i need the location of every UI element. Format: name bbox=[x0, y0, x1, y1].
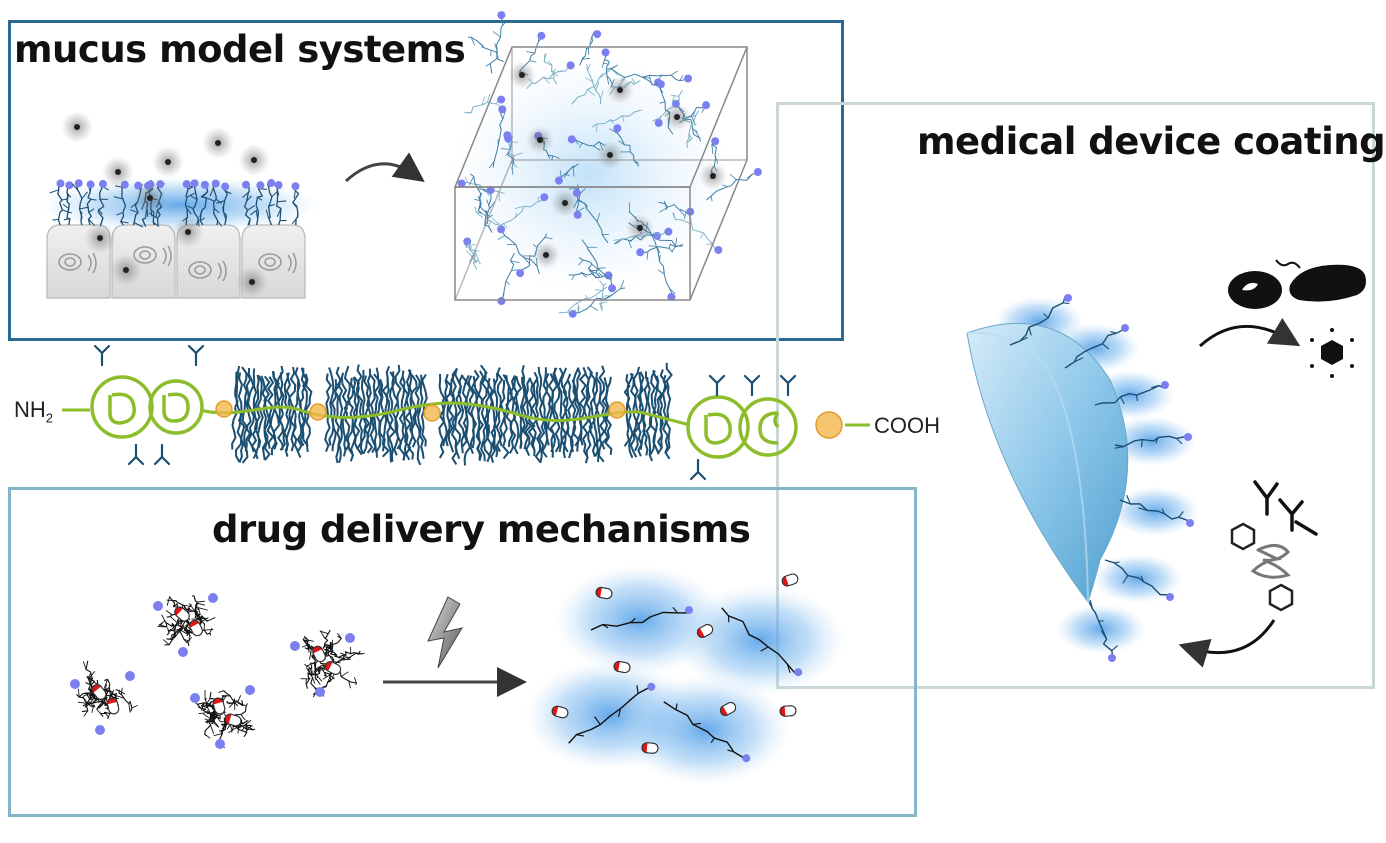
n-terminus-sub: 2 bbox=[45, 410, 54, 426]
mucus-model-panel bbox=[8, 20, 844, 341]
antibodies-and-molecules-icon bbox=[1230, 480, 1318, 612]
n-terminus-label: NH2 bbox=[14, 397, 53, 425]
contact-lens-icon bbox=[966, 322, 1129, 604]
drug-delivery-panel bbox=[8, 487, 917, 817]
mucus-model-title: mucus model systems bbox=[14, 28, 466, 71]
lightning-bolt-icon bbox=[427, 596, 464, 669]
contact-lens-coating bbox=[966, 294, 1200, 662]
drug-delivery-title: drug delivery mechanisms bbox=[212, 508, 751, 551]
return-arrow bbox=[1178, 619, 1276, 668]
virus-hexagon-icon bbox=[1310, 328, 1354, 378]
bacteria-icon bbox=[1228, 259, 1366, 309]
mucin-chain bbox=[62, 344, 870, 481]
drug-release-network bbox=[525, 565, 845, 785]
drug-particles-condensed bbox=[70, 593, 365, 749]
medical-device-panel bbox=[776, 102, 1375, 689]
c-terminus-label: COOH bbox=[874, 413, 940, 438]
particles bbox=[61, 111, 270, 298]
epithelium-illustration bbox=[40, 111, 320, 299]
repel-arrow bbox=[1198, 317, 1301, 348]
medical-device-title: medical device coatings bbox=[917, 120, 1386, 163]
3d-mucus-network bbox=[450, 11, 762, 318]
n-terminus-main: NH bbox=[14, 397, 46, 422]
arrow-to-3d-model bbox=[344, 152, 425, 183]
